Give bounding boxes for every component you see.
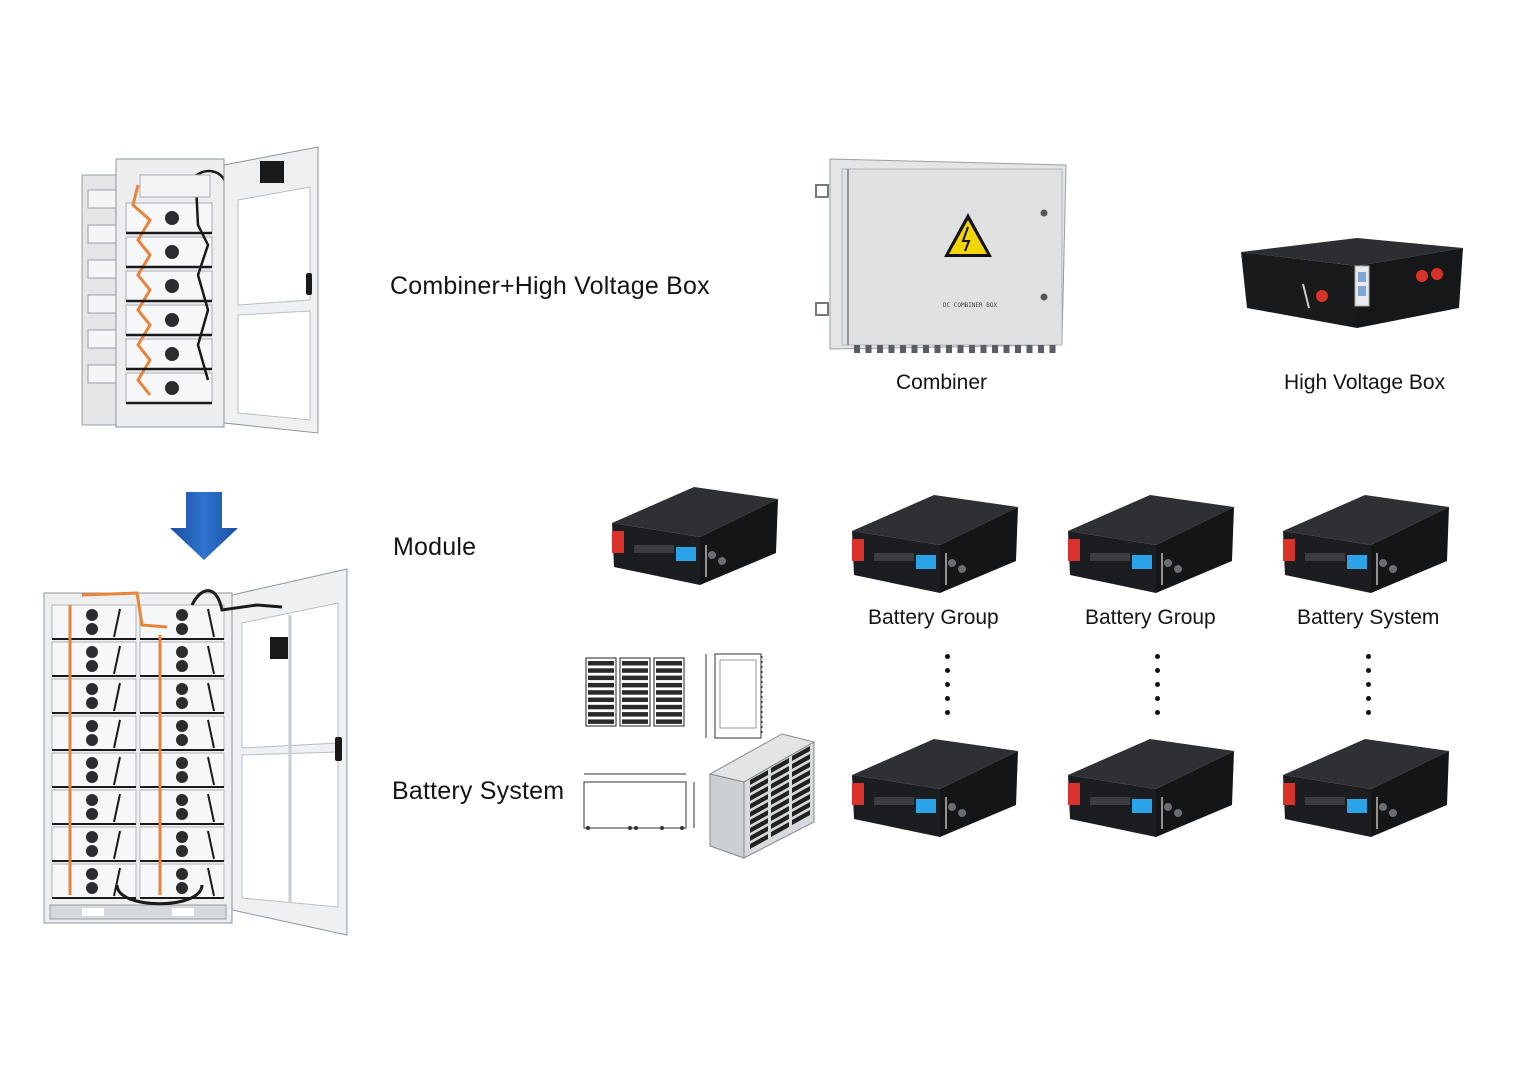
caption-battery-system: Battery System <box>1297 606 1440 629</box>
combiner-box-illustration: DC COMBINER BOX <box>815 158 1067 353</box>
battery-module-group1-top <box>852 495 1018 593</box>
caption-battery-group-2: Battery Group <box>1085 606 1216 629</box>
battery-system-side-view-drawing <box>705 653 763 739</box>
combiner-panel-text: DC COMBINER BOX <box>943 302 998 309</box>
battery-module-group2-bottom <box>1068 739 1234 837</box>
battery-module-system-bottom <box>1283 739 1449 837</box>
ellipsis-vertical-icon <box>945 654 951 724</box>
arrow-down-icon <box>170 492 238 560</box>
label-combiner-hv-box: Combiner+High Voltage Box <box>390 272 710 300</box>
high-voltage-box-illustration <box>1241 238 1463 328</box>
battery-module-reference <box>612 487 778 585</box>
label-module: Module <box>393 533 477 561</box>
battery-module-group1-bottom <box>852 739 1018 837</box>
battery-system-front-view-drawing <box>585 657 685 727</box>
dual-rack-cabinet-illustration <box>43 568 348 936</box>
ellipsis-vertical-icon <box>1366 654 1372 724</box>
label-battery-system: Battery System <box>392 777 565 805</box>
caption-battery-group-1: Battery Group <box>868 606 999 629</box>
single-rack-cabinet-illustration <box>81 146 319 434</box>
battery-module-group2-top <box>1068 495 1234 593</box>
battery-system-isometric-drawing <box>708 733 816 859</box>
ellipsis-vertical-icon <box>1155 654 1161 724</box>
high-voltage-warning-icon <box>944 213 992 257</box>
caption-combiner: Combiner <box>896 371 988 394</box>
caption-high-voltage-box: High Voltage Box <box>1284 371 1446 394</box>
battery-module-system-top <box>1283 495 1449 593</box>
battery-system-top-view-drawing <box>583 773 695 830</box>
